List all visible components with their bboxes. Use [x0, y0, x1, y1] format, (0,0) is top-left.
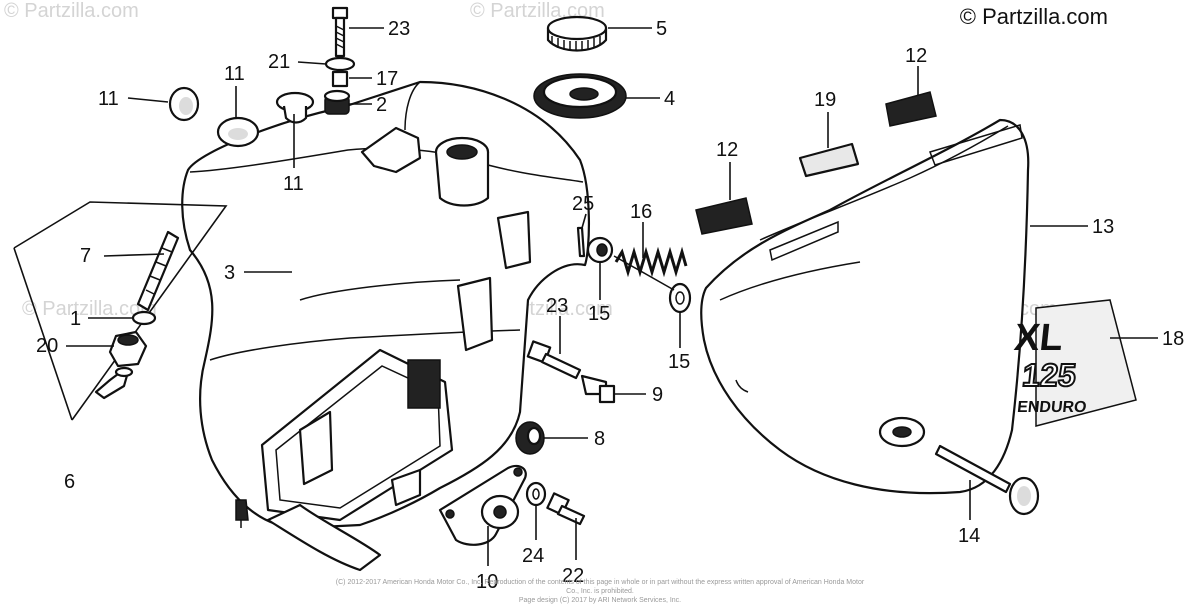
callout: 20: [36, 335, 58, 357]
callout: 21: [268, 51, 290, 73]
bracket-10[interactable]: [438, 464, 527, 546]
watermark: © Partzilla.com: [22, 298, 157, 320]
decal-line1: XL: [1012, 317, 1065, 359]
callout: 7: [80, 245, 91, 267]
bolt-22[interactable]: [546, 492, 586, 526]
callout: 11: [224, 63, 245, 85]
label-19[interactable]: [798, 142, 860, 178]
collar-17[interactable]: [331, 70, 349, 88]
callout: 14: [958, 525, 980, 547]
grommet-11-left[interactable]: [168, 86, 200, 122]
grommet-11-center[interactable]: [216, 116, 260, 148]
callout: 23: [388, 18, 410, 40]
callout: 9: [652, 384, 663, 406]
callout: 22: [562, 565, 584, 587]
side-cover[interactable]: [700, 118, 1030, 495]
callout: 4: [664, 88, 675, 110]
callout: 17: [376, 68, 398, 90]
nut-20[interactable]: [108, 330, 148, 368]
washer-15-right[interactable]: [668, 282, 692, 314]
callout: 5: [656, 18, 667, 40]
copyright-line: Page design (C) 2017 by ARI Network Serv…: [518, 597, 682, 604]
callout: 12: [716, 139, 738, 161]
callout: 11: [98, 88, 119, 110]
collar-9[interactable]: [580, 374, 616, 404]
callout: 25: [572, 193, 594, 215]
emblem-12-left[interactable]: [695, 197, 753, 235]
bolt-top[interactable]: [331, 6, 349, 58]
brand-copyright: © Partzilla.com: [959, 4, 1108, 29]
callout: 19: [814, 89, 836, 111]
gasket-4[interactable]: [533, 73, 627, 119]
spring-16[interactable]: [613, 246, 688, 291]
cushion-15-left[interactable]: [586, 236, 614, 264]
fitting-assembly-6[interactable]: [13, 201, 228, 421]
callout: 6: [64, 471, 75, 493]
callout: 15: [588, 303, 610, 325]
grommet-11-right[interactable]: [275, 91, 315, 124]
cushion-8[interactable]: [515, 421, 545, 455]
callout: 1: [70, 308, 81, 330]
decal-18[interactable]: XL 125 ENDURO: [1012, 299, 1137, 427]
callout: 10: [476, 571, 498, 593]
bolt-23-mid[interactable]: [526, 340, 582, 380]
washer-24[interactable]: [525, 481, 547, 507]
callout: 13: [1092, 216, 1114, 238]
bolt-14[interactable]: [934, 444, 1040, 516]
callout: 16: [630, 201, 652, 223]
callout: 12: [905, 45, 927, 67]
callout: 8: [594, 428, 605, 450]
callout-numbers: 23 5 21 17 2 4 11 11 11 12 19 12 13 25 1…: [36, 18, 1184, 593]
callout: 11: [283, 173, 304, 195]
callout: 2: [376, 94, 387, 116]
emblem-12-top[interactable]: [885, 91, 937, 127]
pin-25[interactable]: [576, 226, 586, 258]
callout: 23: [546, 295, 568, 317]
copyright-line: (C) 2012-2017 American Honda Motor Co., …: [335, 579, 865, 595]
callout: 24: [522, 545, 544, 567]
washer-21[interactable]: [324, 56, 356, 72]
copyright-footer: (C) 2012-2017 American Honda Motor Co., …: [330, 578, 870, 605]
callout: 18: [1162, 328, 1184, 350]
decal-line2: 125: [1021, 357, 1078, 393]
cushion-2[interactable]: [323, 89, 351, 115]
callout: 3: [224, 262, 235, 284]
decal-line3: ENDURO: [1016, 398, 1087, 416]
watermark: © Partzilla.com: [4, 0, 139, 22]
filler-cap-5[interactable]: [546, 15, 608, 52]
callout: 15: [668, 351, 690, 373]
leader-lines: [66, 27, 1158, 566]
oil-tank[interactable]: [181, 80, 591, 572]
